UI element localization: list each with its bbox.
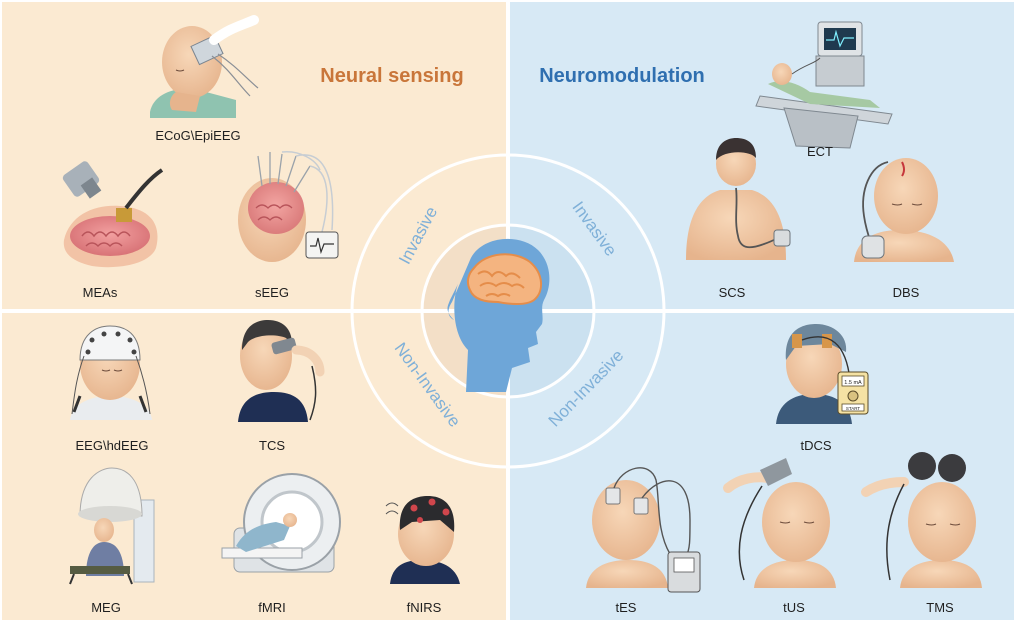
neuromodulation-title: Neuromodulation — [539, 65, 705, 87]
tes-illustration — [586, 467, 701, 593]
ect-illustration — [755, 21, 893, 149]
ecog-illustration — [150, 15, 259, 118]
neural-sensing-title: Neural sensing — [320, 65, 463, 87]
tes-label: tES — [616, 600, 637, 615]
tdcs-readout: 1.5 mA — [844, 380, 862, 386]
tus-illustration — [723, 458, 836, 588]
tcs-illustration — [238, 320, 325, 422]
scs-label: SCS — [719, 285, 746, 300]
meg-label: MEG — [91, 600, 121, 615]
fmri-label: fMRI — [258, 600, 285, 615]
fmri-illustration — [221, 473, 341, 573]
scs-illustration — [686, 138, 791, 260]
meg-illustration — [69, 467, 155, 585]
seeg-label: sEEG — [255, 285, 289, 300]
meas-illustration — [62, 161, 164, 268]
tcs-label: TCS — [259, 438, 285, 453]
tdcs-start-button: START — [846, 406, 861, 411]
tms-illustration — [861, 452, 982, 588]
ect-label: ECT — [807, 144, 833, 159]
dbs-illustration — [854, 158, 954, 262]
tms-label: TMS — [926, 600, 954, 615]
fnirs-illustration — [385, 496, 460, 584]
meas-label: MEAs — [83, 285, 118, 300]
eeg-label: EEG\hdEEG — [76, 438, 149, 453]
dbs-label: DBS — [893, 285, 920, 300]
tdcs-label: tDCS — [800, 438, 831, 453]
fnirs-label: fNIRS — [407, 600, 442, 615]
eeg-illustration — [70, 325, 152, 420]
tdcs-illustration: 1.5 mA START — [776, 324, 869, 424]
ecog-label: ECoG\EpiEEG — [155, 128, 240, 143]
brain-head-icon — [447, 238, 550, 392]
seeg-illustration — [238, 151, 339, 262]
tus-label: tUS — [783, 600, 805, 615]
